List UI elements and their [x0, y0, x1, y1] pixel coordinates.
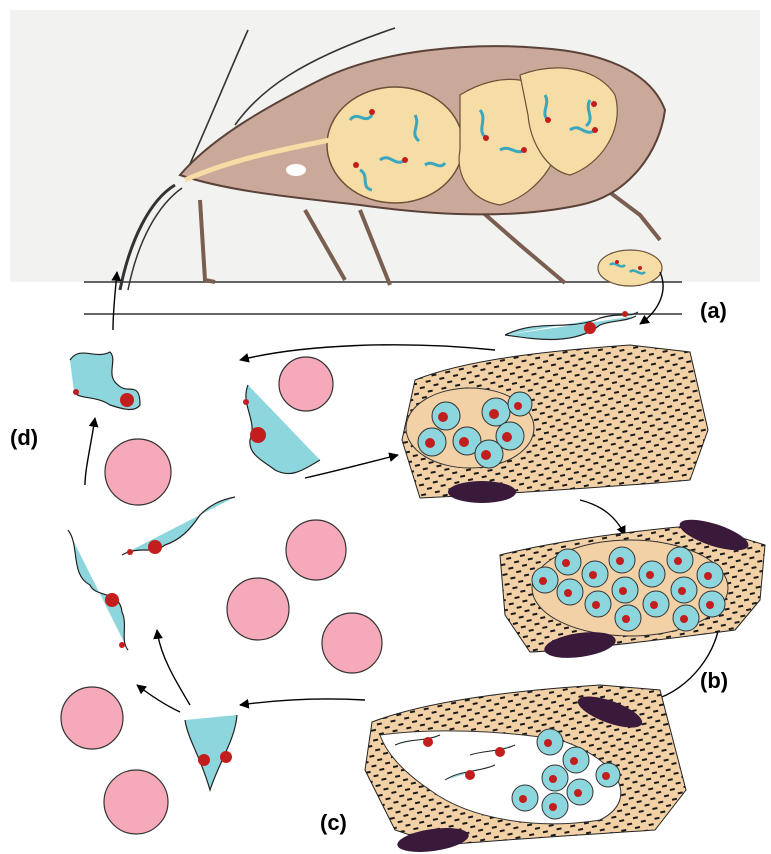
label-b: (b) [700, 668, 728, 693]
arrow-release-to-up2 [157, 630, 190, 705]
infected-muscle-cell-icon [365, 685, 686, 854]
arrow-release-to-up1 [137, 685, 180, 712]
label-c: (c) [320, 810, 347, 835]
infected-muscle-cell-icon [402, 345, 708, 503]
arrow-muscle1-to-muscle2 [580, 500, 625, 535]
arrow-muscle3-to-release [240, 699, 365, 705]
infected-muscle-cell-icon [500, 513, 765, 661]
feces-droplet-icon [598, 250, 662, 286]
arrow-blood-up-left [85, 418, 95, 485]
label-d: (d) [10, 425, 38, 450]
arrow-entry-to-blood [240, 345, 495, 360]
label-a: (a) [700, 298, 727, 323]
arrow-blood-to-muscle [305, 455, 398, 478]
